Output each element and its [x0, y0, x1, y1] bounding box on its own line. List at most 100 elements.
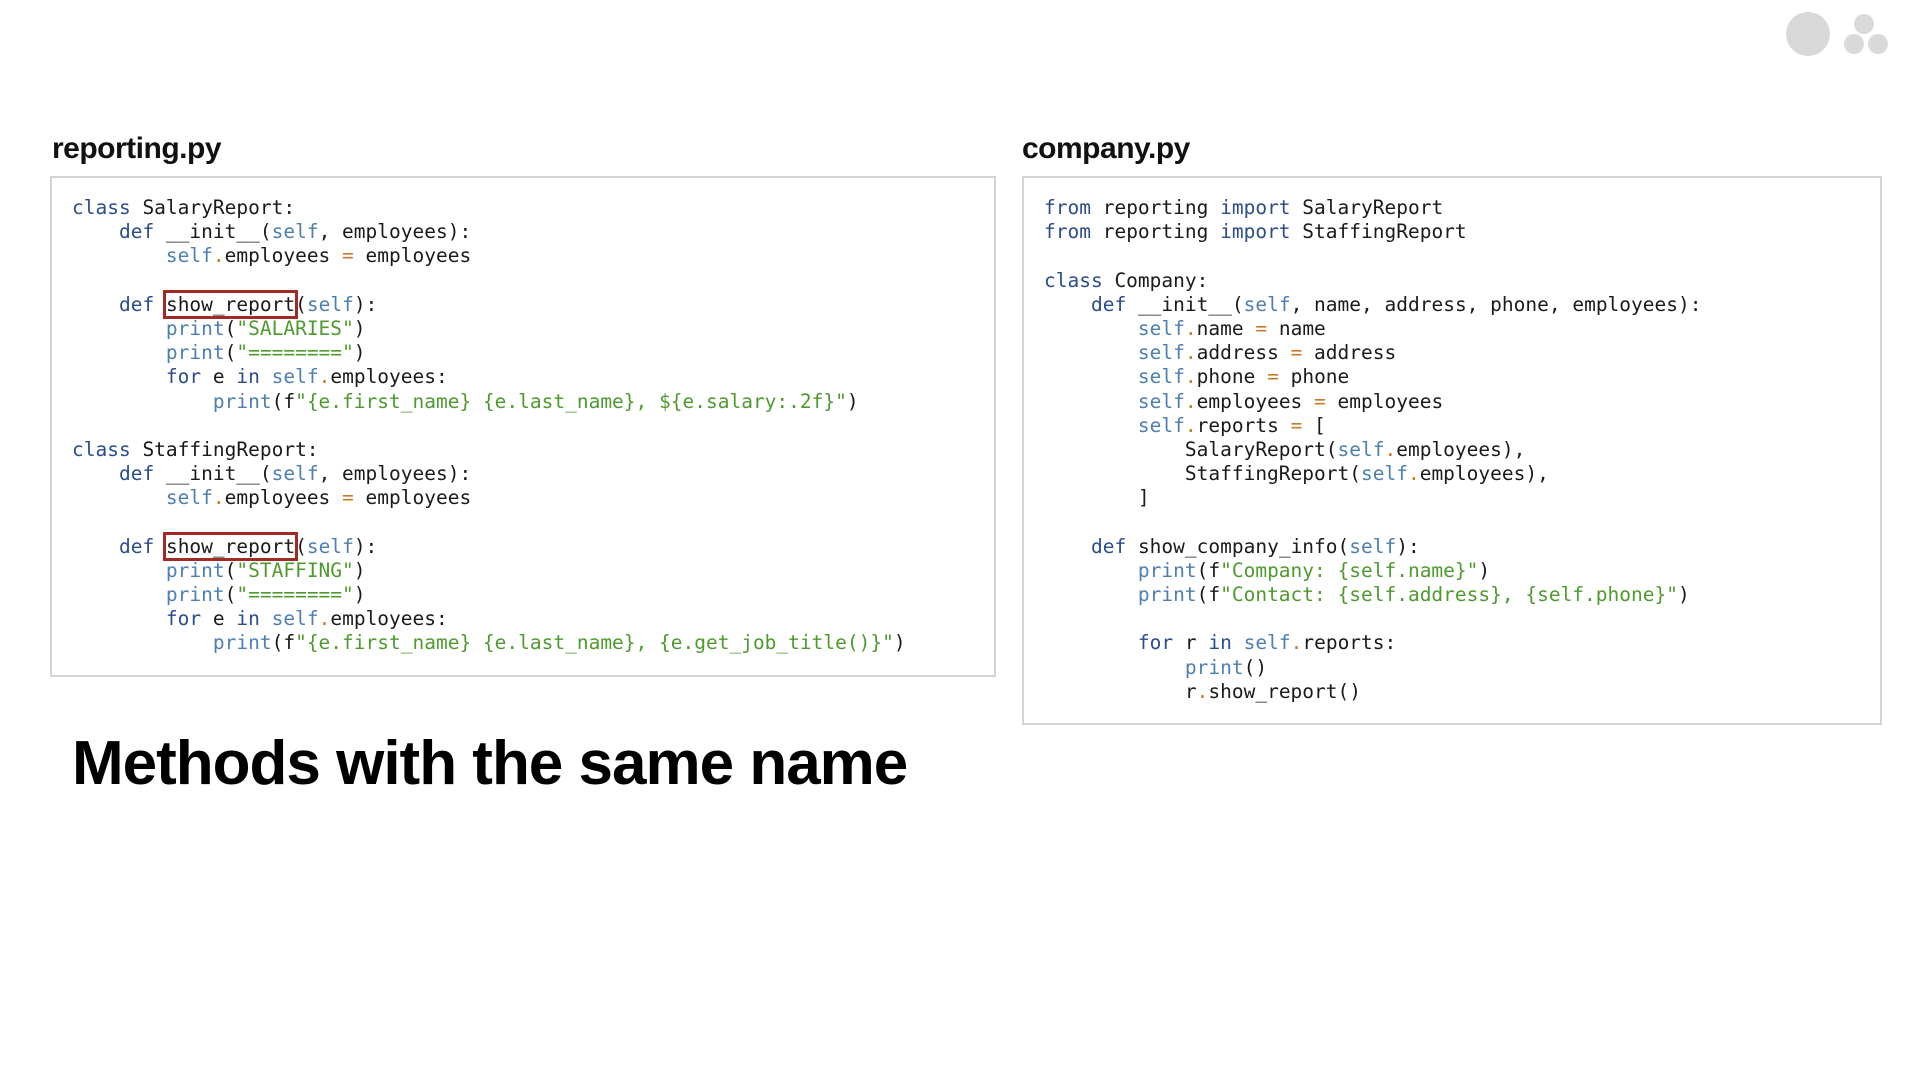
code-token: address [1302, 341, 1397, 365]
code-token: name [1196, 316, 1256, 340]
code-token: reports: [1302, 631, 1397, 655]
code-token: self [306, 292, 354, 316]
code-token: Company: [1102, 268, 1209, 292]
code-token: for [165, 607, 202, 631]
code-token: [ [1302, 413, 1326, 437]
code-line: class Company: [1044, 269, 1860, 293]
code-token: ( [224, 558, 237, 582]
code-token: "Company: {self.name}" [1220, 558, 1479, 582]
code-token: . [1184, 365, 1197, 389]
code-token [1044, 341, 1138, 364]
code-token: self [271, 607, 319, 631]
code-token: r [1173, 631, 1209, 655]
code-token: self [1243, 631, 1291, 655]
left-panel-title: reporting.py [52, 132, 222, 165]
code-token: SalaryReport: [130, 196, 296, 219]
code-token [1044, 535, 1091, 558]
code-token [72, 535, 119, 558]
code-token: show_report() [1208, 679, 1361, 703]
code-line: self.address = address [1044, 341, 1860, 365]
code-token: def [118, 220, 155, 244]
code-token: ( [295, 292, 307, 316]
code-token: self [271, 220, 319, 244]
code-token: for [1137, 631, 1174, 655]
code-token: ) [1478, 558, 1491, 582]
code-token: (f [271, 389, 296, 413]
code-token: def [1090, 534, 1127, 558]
code-token: self [1137, 413, 1185, 437]
dots-logo-icon [1786, 12, 1888, 56]
code-token [72, 631, 213, 654]
code-line: def __init__(self, employees): [72, 462, 974, 486]
code-line: print(f"{e.first_name} {e.last_name}, ${… [72, 390, 974, 414]
code-token [1044, 390, 1138, 413]
code-token: print [165, 341, 225, 365]
code-line [1044, 510, 1860, 534]
code-token: self [165, 486, 213, 510]
code-token: employees), [1396, 437, 1526, 461]
code-token: in [236, 607, 260, 631]
code-token [72, 462, 119, 485]
code-token [1044, 293, 1091, 316]
code-token: print [165, 583, 225, 606]
code-token [260, 365, 272, 388]
code-token [72, 317, 166, 340]
code-token: def [118, 292, 155, 316]
code-token: = [1290, 413, 1303, 437]
code-token: self [165, 244, 213, 268]
code-line: class StaffingReport: [72, 438, 974, 462]
code-token: . [212, 244, 225, 268]
code-token: reports [1196, 413, 1291, 437]
code-token: self [1137, 365, 1185, 389]
code-token: ) [353, 341, 366, 365]
code-token: ): [1396, 534, 1420, 558]
code-line: self.phone = phone [1044, 365, 1860, 389]
code-token: ) [353, 583, 366, 606]
code-token: employees [1196, 389, 1315, 413]
code-token [72, 293, 119, 316]
code-line: SalaryReport(self.employees), [1044, 438, 1860, 462]
code-line: print("STAFFING") [72, 559, 974, 583]
code-token: , employees): [318, 220, 472, 244]
code-token: = [1290, 341, 1303, 365]
code-token [154, 293, 166, 316]
code-token: . [1384, 437, 1397, 461]
code-token: print [1137, 583, 1197, 606]
code-token: reporting [1090, 220, 1221, 244]
left-code-panel: class SalaryReport: def __init__(self, e… [50, 176, 996, 677]
code-token: employees), [1419, 462, 1549, 486]
code-token: , name, address, phone, employees): [1290, 292, 1702, 316]
code-line: class SalaryReport: [72, 196, 974, 220]
code-token: self [271, 365, 319, 389]
code-token: self [1137, 316, 1185, 340]
code-token: e [201, 607, 237, 631]
code-token: self [271, 462, 319, 486]
code-token [72, 365, 166, 388]
code-line: from reporting import StaffingReport [1044, 220, 1860, 244]
code-token: self [1137, 341, 1185, 365]
code-token [1044, 631, 1138, 654]
code-token: ) [893, 631, 906, 655]
code-token: . [1184, 413, 1197, 437]
code-token: __init__( [1126, 292, 1244, 316]
code-token: self [1337, 437, 1385, 461]
code-token: r [1044, 679, 1197, 703]
code-line [1044, 607, 1860, 631]
code-token: self [1243, 292, 1291, 316]
code-line: def show_company_info(self): [1044, 535, 1860, 559]
code-token: "SALARIES" [236, 316, 354, 340]
code-token [72, 244, 166, 267]
code-token: phone [1196, 365, 1268, 389]
code-token [72, 390, 213, 413]
code-token [1044, 559, 1138, 582]
code-token: ) [846, 389, 859, 413]
code-token [72, 559, 166, 582]
code-line [72, 414, 974, 438]
code-token [1044, 365, 1138, 388]
highlighted-method-name: show_report [162, 531, 299, 561]
code-line: ] [1044, 486, 1860, 510]
code-line: self.employees = employees [72, 486, 974, 510]
code-token [1232, 631, 1244, 654]
code-token: . [1407, 462, 1420, 486]
code-line: for e in self.employees: [72, 607, 974, 631]
